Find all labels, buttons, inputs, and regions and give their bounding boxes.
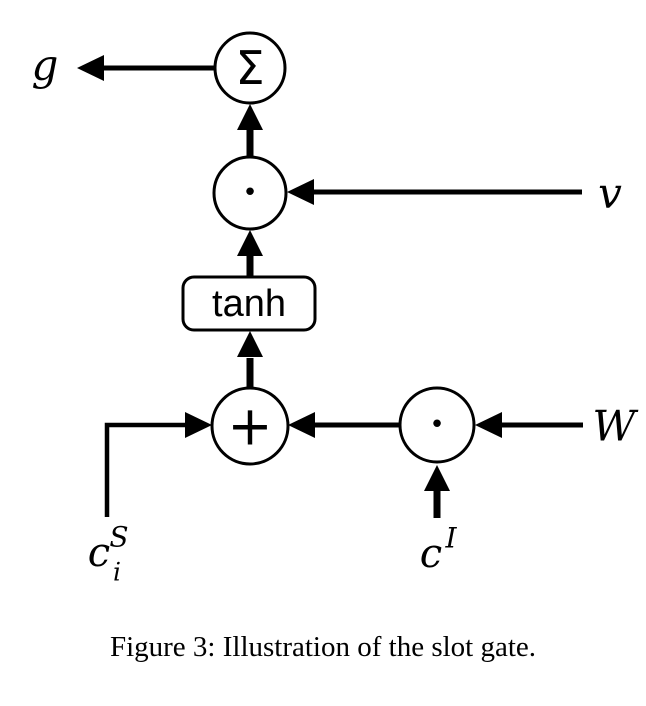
vector-v-label: v [598,169,622,218]
intent-context-label: c I [420,522,458,578]
add-node: + [210,386,290,466]
arrow-right-head-icon [185,412,212,438]
arrow-left-head-icon [77,55,104,81]
tanh-node: tanh [181,275,317,332]
dot-symbol: • [429,410,444,440]
arrow-slot-context-to-plus [104,412,212,517]
arrow-product-to-sum [237,104,263,157]
figure-caption: Figure 3: Illustration of the slot gate. [110,631,536,663]
gate-output-label: g [32,41,59,90]
weight-product-node: • [398,386,476,464]
arrow-left-head-icon [288,412,315,438]
add-node-circle [210,386,290,466]
arrow-left-head-icon [287,179,314,205]
plus-symbol: + [227,395,272,458]
arrow-up-head-icon [237,230,263,256]
arrow-left-head-icon [475,412,502,438]
dot-symbol: • [242,178,257,208]
arrow-plus-to-tanh [237,331,263,387]
arrow-sum-to-g [77,55,215,81]
tanh-box [181,275,317,332]
tanh-label: tanh [212,283,286,325]
slot-context-base: c [88,530,110,576]
arrow-v-to-product [287,179,582,205]
arrow-w-to-product2 [475,412,583,438]
slot-context-subscript: i [113,558,121,587]
weight-product-circle [398,386,476,464]
arrow-up-head-icon [237,104,263,130]
arrow-up-head-icon [237,331,263,357]
elementwise-product-node: • [212,155,288,231]
intent-context-base: c [420,531,442,577]
arrow-slot-context-elbow-line [104,422,186,517]
sum-node-circle [213,31,287,105]
arrow-product2-to-plus [288,412,400,438]
arrow-tanh-to-product [237,230,263,276]
weight-w-label: W [592,402,639,451]
slot-context-label: c S i [88,521,129,587]
sum-node: Σ [213,31,287,105]
elementwise-product-circle [212,155,288,231]
slot-context-superscript: S [109,521,128,554]
intent-context-superscript: I [444,522,457,555]
arrow-intent-context-to-product2 [424,465,450,518]
sum-symbol: Σ [235,41,264,95]
arrow-up-head-icon [424,465,450,491]
